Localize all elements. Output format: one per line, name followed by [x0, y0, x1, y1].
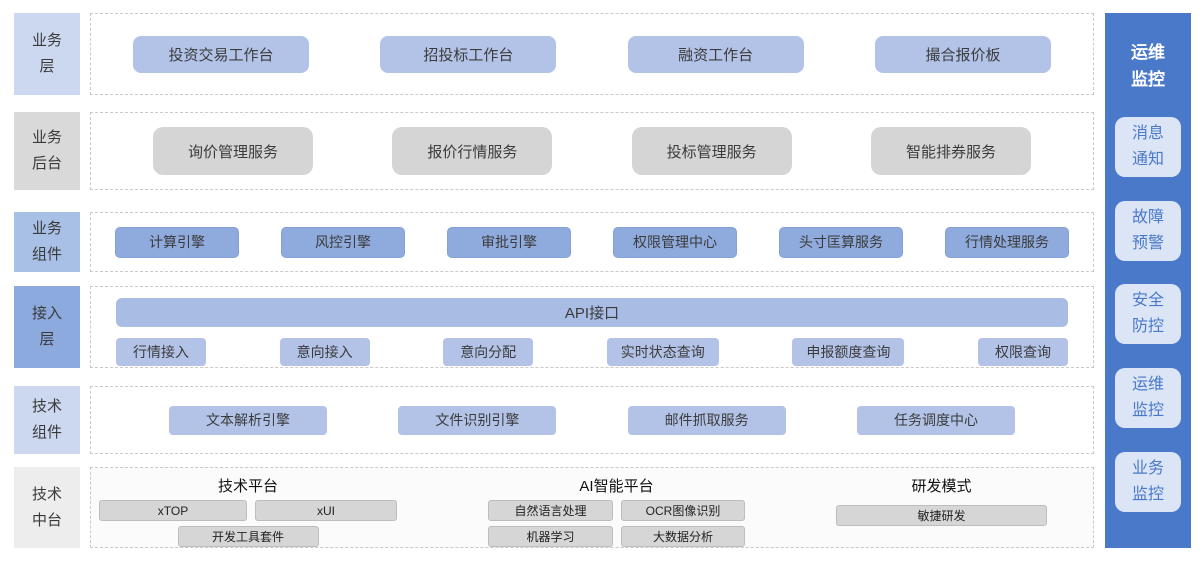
- sidebar-title: 运维 监控: [1131, 43, 1165, 89]
- ai-platform-group: AI智能平台 自然语言处理 OCR图像识别 机器学习 大数据分析: [488, 477, 745, 547]
- group-title: 研发模式: [911, 478, 972, 495]
- platform-box: 机器学习: [488, 526, 613, 547]
- tech-components-panel: 文本解析引擎 文件识别引擎 邮件抓取服务 任务调度中心: [90, 386, 1094, 454]
- platform-box: xTOP: [99, 500, 247, 521]
- layer-label-tech-components: 技术 组件: [14, 386, 80, 454]
- access-box: 权限查询: [977, 338, 1068, 366]
- layer-label-components: 业务 组件: [14, 212, 80, 272]
- business-layer-box: 融资工作台: [627, 35, 804, 73]
- group-row: 机器学习 大数据分析: [488, 526, 745, 547]
- platform-box: xUI: [255, 500, 397, 521]
- access-boxes-row: 行情接入 意向接入 意向分配 实时状态查询 申报额度查询 权限查询: [116, 338, 1068, 366]
- component-box: 头寸匡算服务: [779, 226, 903, 258]
- component-box: 计算引擎: [115, 226, 239, 258]
- tech-platform-group: 技术平台 xTOP xUI 开发工具套件: [99, 477, 397, 547]
- backend-service-box: 询价管理服务: [153, 127, 313, 175]
- group-row: 自然语言处理 OCR图像识别: [488, 500, 745, 521]
- access-layer-panel: API接口 行情接入 意向接入 意向分配 实时状态查询 申报额度查询 权限查询: [90, 286, 1094, 368]
- platform-box: OCR图像识别: [621, 500, 745, 521]
- layer-label-tech-platform: 技术 中台: [14, 467, 80, 548]
- group-row: 敏捷研发: [836, 500, 1047, 526]
- platform-box: 敏捷研发: [836, 505, 1047, 526]
- backend-service-box: 报价行情服务: [392, 127, 553, 175]
- component-box: 审批引擎: [447, 226, 571, 258]
- access-box: 实时状态查询: [606, 338, 719, 366]
- layer-label-business: 业务 层: [14, 13, 80, 95]
- component-box: 风控引擎: [281, 226, 405, 258]
- group-row: xTOP xUI: [99, 500, 397, 521]
- component-box: 行情处理服务: [945, 226, 1069, 258]
- component-box: 权限管理中心: [613, 226, 737, 258]
- tech-component-box: 邮件抓取服务: [627, 405, 786, 435]
- group-title: AI智能平台: [579, 478, 654, 495]
- group-title: 技术平台: [217, 478, 278, 495]
- sidebar-item-security: 安全 防控: [1115, 284, 1181, 345]
- business-layer-box: 招投标工作台: [380, 35, 557, 73]
- sidebar-item-fault-alert: 故障 预警: [1115, 200, 1181, 261]
- platform-box: 大数据分析: [621, 526, 745, 547]
- business-layer-box: 投资交易工作台: [133, 35, 309, 73]
- api-interface-bar: API接口: [116, 298, 1068, 327]
- business-layer-box: 撮合报价板: [874, 35, 1051, 73]
- layer-label-backend: 业务 后台: [14, 112, 80, 190]
- tech-component-box: 任务调度中心: [856, 405, 1015, 435]
- platform-box: 开发工具套件: [177, 526, 319, 547]
- business-layer-panel: 投资交易工作台 招投标工作台 融资工作台 撮合报价板: [90, 13, 1094, 95]
- access-box: 意向分配: [443, 338, 534, 366]
- sidebar-item-ops-monitor: 运维 监控: [1115, 368, 1181, 429]
- tech-platform-panel: 技术平台 xTOP xUI 开发工具套件 AI智能平台 自然语言处理 OCR图像…: [90, 467, 1094, 548]
- sidebar-item-business-monitor: 业务 监控: [1115, 451, 1181, 512]
- access-box: 意向接入: [279, 338, 370, 366]
- layer-label-access: 接入 层: [14, 286, 80, 368]
- sidebar-item-message-notify: 消息 通知: [1115, 116, 1181, 177]
- access-box: 申报额度查询: [792, 338, 905, 366]
- tech-component-box: 文本解析引擎: [169, 405, 327, 435]
- backend-service-box: 智能排券服务: [870, 127, 1031, 175]
- tech-component-box: 文件识别引擎: [398, 405, 557, 435]
- backend-service-box: 投标管理服务: [631, 127, 792, 175]
- backend-layer-panel: 询价管理服务 报价行情服务 投标管理服务 智能排券服务: [90, 112, 1094, 190]
- components-layer-panel: 计算引擎 风控引擎 审批引擎 权限管理中心 头寸匡算服务 行情处理服务: [90, 212, 1094, 272]
- ops-monitoring-sidebar: 运维 监控 消息 通知 故障 预警 安全 防控 运维 监控 业务 监控: [1105, 13, 1191, 548]
- group-row: 开发工具套件: [177, 526, 319, 547]
- access-box: 行情接入: [116, 338, 206, 366]
- platform-box: 自然语言处理: [488, 500, 613, 521]
- rd-mode-group: 研发模式 敏捷研发: [836, 477, 1047, 547]
